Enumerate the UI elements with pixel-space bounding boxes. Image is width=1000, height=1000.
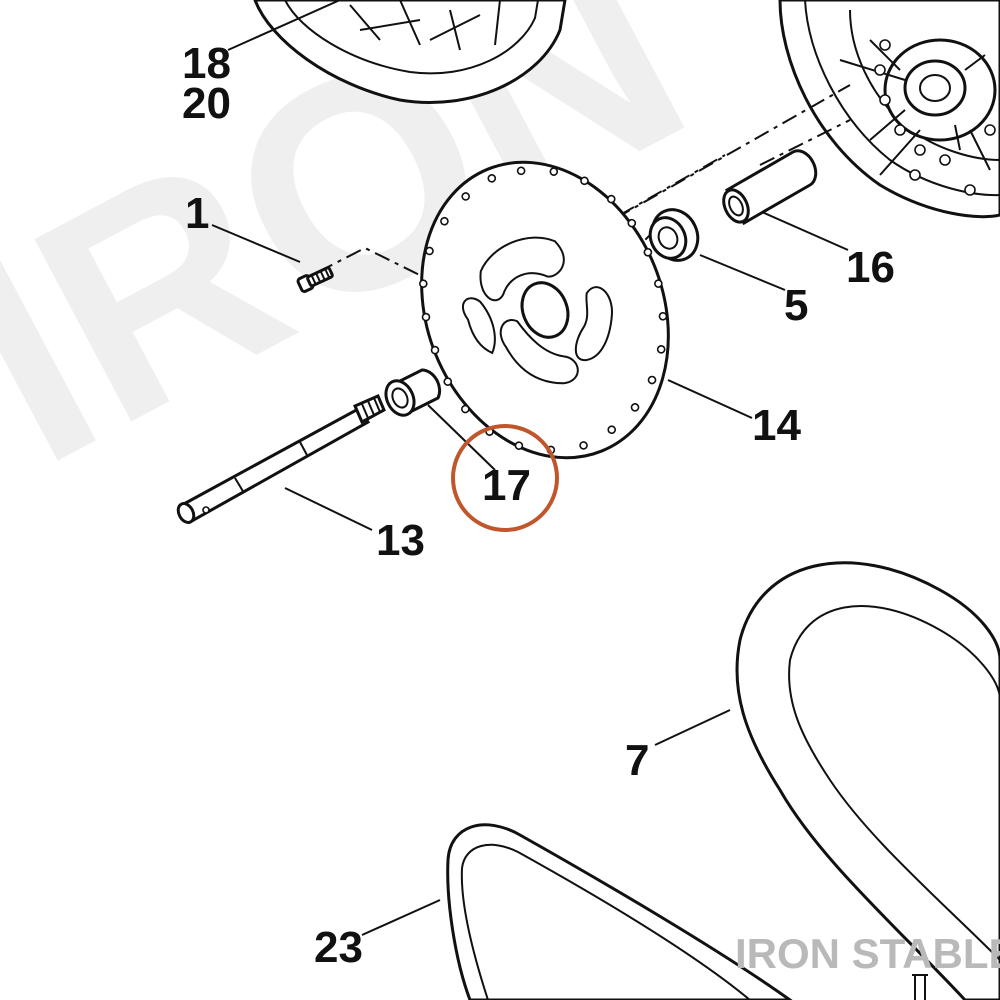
label-part-1: 1 [185, 189, 209, 238]
brand-logo: IRON STABLE [735, 930, 1000, 977]
leader-lines [211, 0, 849, 936]
label-part-13: 13 [376, 516, 425, 565]
disc-holes [418, 166, 668, 455]
front-wheel-partial [778, 0, 1000, 219]
label-part-7: 7 [625, 736, 649, 785]
label-part-23: 23 [314, 923, 363, 972]
highlight-circle [451, 424, 559, 532]
label-part-20: 20 [182, 79, 231, 128]
spacer [384, 368, 442, 417]
brake-disc [418, 160, 670, 460]
label-part-17: 17 [482, 461, 531, 510]
axle [176, 394, 386, 525]
rear-wheel-partial [253, 0, 567, 105]
label-part-5: 5 [784, 281, 808, 330]
spacer-tube [722, 149, 818, 226]
label-part-16: 16 [846, 243, 895, 292]
label-part-14: 14 [752, 401, 801, 450]
bolt [296, 266, 334, 293]
spoke-nipples [874, 39, 996, 196]
secondary-belt [446, 823, 928, 1000]
part-labels: 18 20 1 16 5 14 17 13 7 23 [182, 39, 895, 972]
label-part-18: 18 [182, 39, 231, 88]
bearing [648, 208, 700, 262]
